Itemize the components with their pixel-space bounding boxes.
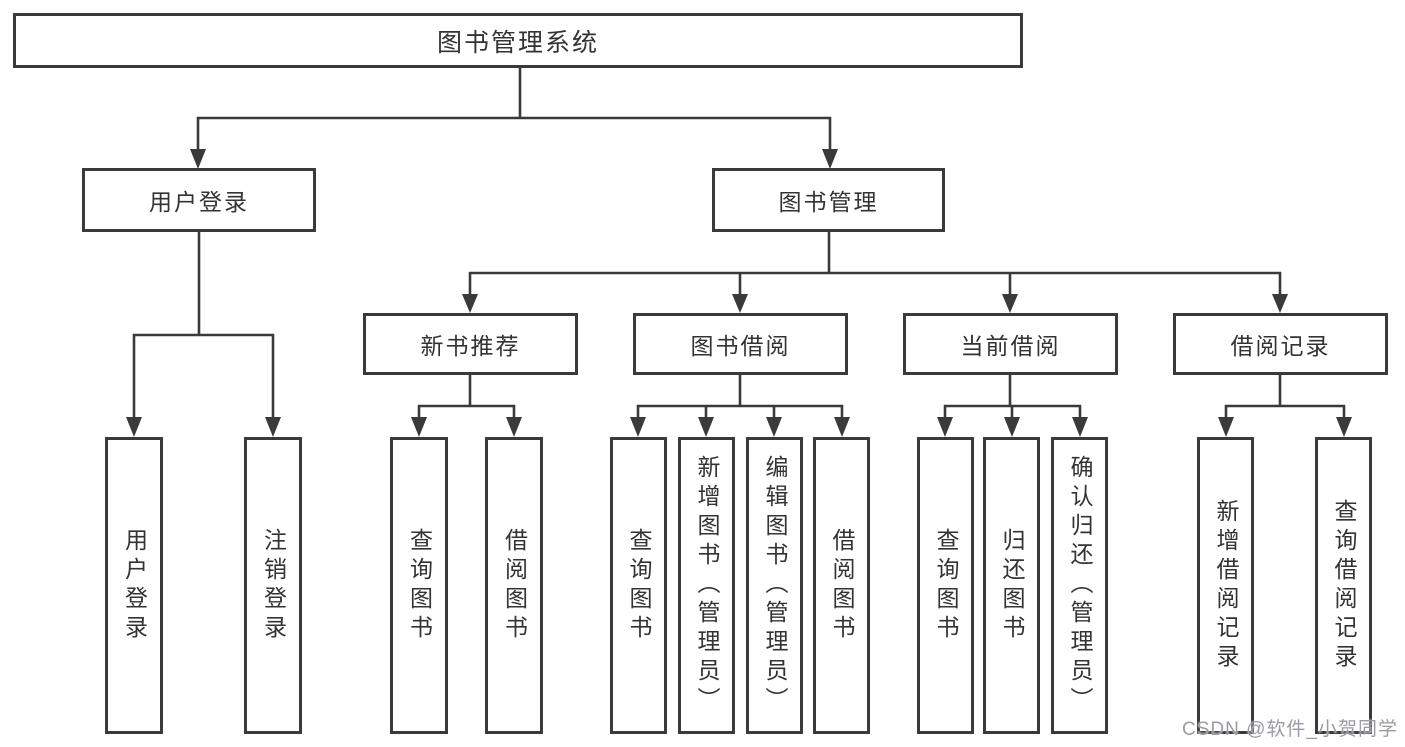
node-user-login: 用户登录	[82, 168, 316, 232]
leaf-user-login: 用户登录	[105, 437, 163, 734]
leaf-search-borrow-record: 查询借阅记录	[1315, 437, 1372, 734]
arrow-down-icon	[265, 417, 281, 437]
leaf-search-books: 查询图书	[610, 437, 667, 734]
arrow-down-icon	[462, 294, 478, 313]
node-book-borrowing: 图书借阅	[633, 313, 848, 375]
node-book-management: 图书管理	[712, 168, 945, 232]
node-label: 图书管理	[778, 189, 879, 215]
node-label: 新增借阅记录	[1213, 498, 1239, 673]
node-library-management-system: 图书管理系统	[13, 13, 1023, 68]
node-label: 新增图书（管理员）	[694, 455, 720, 716]
node-label: 归还图书	[999, 527, 1025, 644]
arrow-down-icon	[1072, 417, 1088, 437]
node-label: 用户登录	[149, 189, 249, 215]
arrow-down-icon	[698, 417, 714, 437]
leaf-borrow-books: 借阅图书	[813, 437, 870, 734]
node-label: 编辑图书（管理员）	[762, 455, 788, 716]
connectors-root-to-level2	[190, 68, 838, 169]
arrow-down-icon	[1218, 417, 1234, 437]
node-label: 图书管理系统	[436, 28, 599, 57]
arrow-down-icon	[1004, 417, 1020, 437]
node-label: 查询图书	[933, 527, 959, 644]
arrow-down-icon	[766, 417, 782, 437]
leaf-return-books: 归还图书	[983, 437, 1040, 734]
arrow-down-icon	[937, 417, 953, 437]
node-borrowing-records: 借阅记录	[1173, 313, 1388, 375]
connectors-userlogin-to-leaves	[126, 232, 281, 437]
arrow-down-icon	[732, 294, 748, 313]
arrow-down-icon	[630, 417, 646, 437]
node-label: 查询图书	[406, 527, 433, 644]
leaf-search-books: 查询图书	[917, 437, 974, 734]
arrow-down-icon	[1272, 294, 1288, 313]
csdn-watermark: CSDN @软件_小贺同学	[1182, 719, 1398, 740]
leaf-add-borrow-record: 新增借阅记录	[1197, 437, 1254, 734]
node-label: 查询借阅记录	[1331, 498, 1357, 673]
arrow-down-icon	[190, 149, 206, 169]
connectors-level3-to-leaves	[411, 375, 1352, 437]
node-label: 用户登录	[121, 527, 148, 644]
node-label: 借阅图书	[829, 527, 855, 644]
leaf-confirm-return-admin: 确认归还（管理员）	[1051, 437, 1108, 734]
arrow-down-icon	[822, 149, 838, 169]
node-label: 当前借阅	[960, 333, 1061, 359]
arrow-down-icon	[1002, 294, 1018, 313]
node-label: 查询图书	[626, 527, 652, 644]
node-label: 注销登录	[260, 527, 287, 644]
node-label: 新书推荐	[420, 333, 521, 359]
node-label: 确认归还（管理员）	[1067, 455, 1093, 716]
node-new-book-recommend: 新书推荐	[363, 313, 578, 375]
arrow-down-icon	[126, 417, 142, 437]
connectors-bookmgmt-to-level3	[462, 232, 1288, 313]
leaf-add-books-admin: 新增图书（管理员）	[678, 437, 735, 734]
arrow-down-icon	[1336, 417, 1352, 437]
leaf-edit-books-admin: 编辑图书（管理员）	[746, 437, 803, 734]
arrow-down-icon	[506, 417, 522, 437]
node-label: 借阅记录	[1230, 333, 1331, 359]
node-label: 图书借阅	[690, 333, 791, 359]
node-current-borrowing: 当前借阅	[903, 313, 1118, 375]
arrow-down-icon	[834, 417, 850, 437]
node-label: 借阅图书	[501, 527, 528, 644]
leaf-search-books: 查询图书	[390, 437, 448, 734]
arrow-down-icon	[411, 417, 427, 437]
leaf-logout: 注销登录	[244, 437, 302, 734]
leaf-borrow-books: 借阅图书	[485, 437, 543, 734]
